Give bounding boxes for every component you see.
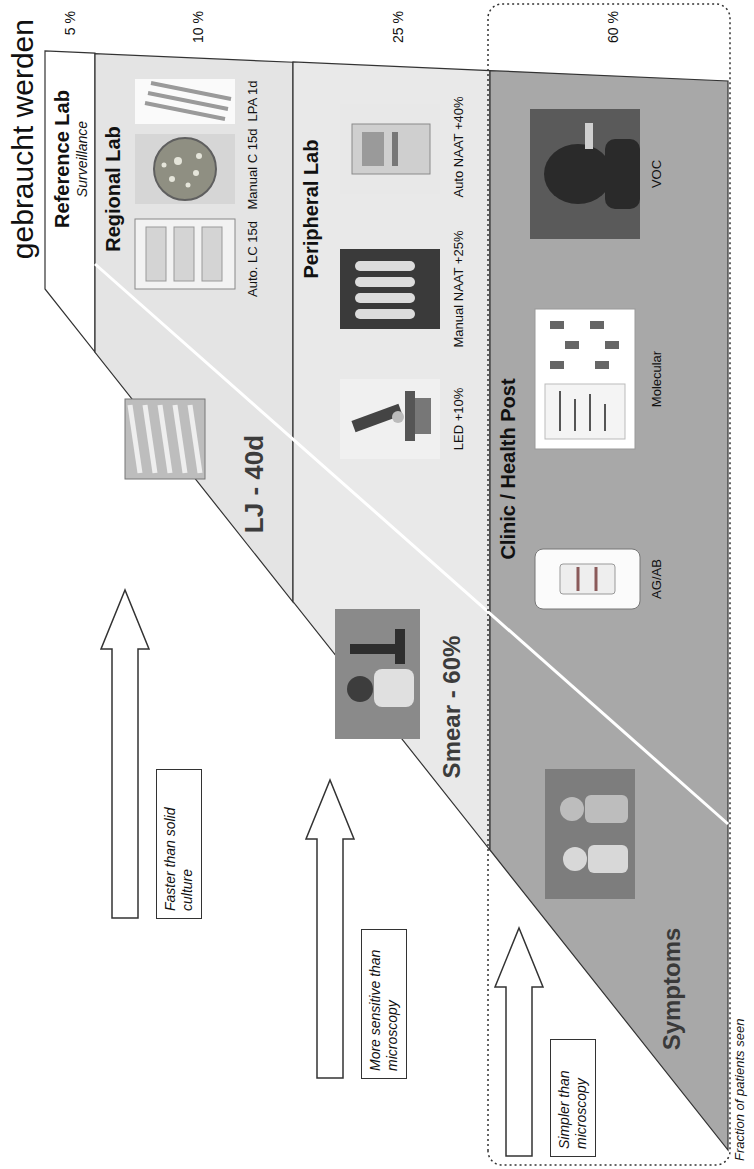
block-arrow: More sensitive than microscopy bbox=[305, 779, 409, 1079]
clinic-band: Clinic / Health Post bbox=[490, 71, 728, 1150]
tier-method: Smear - 60% bbox=[438, 636, 466, 779]
reference-lab-band: Reference LabSurveillance bbox=[45, 51, 95, 352]
picture-caption: Auto. LC 15d bbox=[245, 221, 260, 297]
block-arrow: Faster than solid culture bbox=[100, 589, 204, 919]
band-outline bbox=[490, 71, 728, 1150]
band-heading: Peripheral Lab bbox=[300, 140, 323, 279]
arrow-outline bbox=[494, 927, 544, 1157]
picture-caption: Auto NAAT +40% bbox=[451, 96, 466, 197]
arrow-outline bbox=[305, 779, 355, 1079]
picture-caption: Manual NAAT +25% bbox=[451, 231, 466, 348]
percent-label: 10 % bbox=[190, 11, 206, 43]
band-heading: Clinic / Health Post bbox=[497, 378, 520, 559]
picture-caption: Manual C 15d bbox=[246, 129, 261, 210]
block-arrow-shape bbox=[101, 590, 149, 918]
percent-label: 60 % bbox=[605, 11, 621, 43]
percent-label: 60 % bbox=[605, 11, 621, 43]
band-heading: Reference Lab bbox=[51, 90, 73, 228]
axis-note: Fraction of patients seen bbox=[732, 1019, 747, 1161]
percent-label: 10 % bbox=[190, 11, 206, 43]
picture-caption: VOC bbox=[649, 160, 664, 188]
arrow-text-box: More sensitive than microscopy bbox=[361, 929, 407, 1079]
percent-label: 25 % bbox=[390, 11, 406, 43]
arrow-text: Faster than solid culture bbox=[162, 808, 195, 912]
slide-title: gebraucht werden bbox=[6, 19, 39, 259]
band-shape bbox=[95, 53, 293, 601]
band-heading: Reference Lab bbox=[51, 90, 74, 228]
slide-title: gebraucht werden bbox=[6, 19, 41, 259]
picture-caption: AG/AB bbox=[650, 559, 665, 599]
picture-caption: Auto. LC 15d bbox=[246, 221, 261, 297]
picture-caption: LPA 1d bbox=[246, 81, 261, 122]
picture-caption: LED +10% bbox=[452, 388, 467, 451]
picture-caption: Molecular bbox=[649, 351, 664, 407]
block-arrow-shape bbox=[306, 780, 354, 1078]
band-shape bbox=[45, 51, 95, 352]
band-shape bbox=[293, 62, 490, 850]
band-heading: Regional Lab bbox=[102, 126, 125, 252]
tier-method: LJ - 40d bbox=[239, 435, 269, 533]
arrow-text-box: Faster than solid culture bbox=[156, 769, 202, 919]
percent-label: 5 % bbox=[62, 11, 78, 35]
tier-method: Symptoms bbox=[658, 928, 686, 1051]
band-heading: Peripheral Lab bbox=[300, 140, 322, 279]
band-subtitle: Surveillance bbox=[74, 121, 90, 197]
percent-label: 25 % bbox=[390, 11, 406, 43]
percent-label: 5 % bbox=[62, 11, 78, 35]
arrow-text: Simpler than microscopy bbox=[556, 1070, 589, 1149]
block-arrow: Simpler than microscopy bbox=[494, 927, 598, 1157]
picture-caption: LPA 1d bbox=[245, 81, 260, 122]
picture-caption: Manual NAAT +25% bbox=[452, 231, 467, 348]
picture-caption: AG/AB bbox=[649, 559, 664, 599]
arrow-text-box: Simpler than microscopy bbox=[550, 1039, 596, 1157]
picture-caption: Auto NAAT +40% bbox=[452, 96, 467, 197]
tier-method: Symptoms bbox=[658, 928, 685, 1051]
band-heading: Clinic / Health Post bbox=[497, 378, 519, 559]
picture-caption: LED +10% bbox=[451, 388, 466, 451]
picture-caption: Molecular bbox=[650, 351, 665, 407]
tier-method: LJ - 40d bbox=[240, 435, 270, 533]
axis-note: Fraction of patients seen bbox=[733, 1019, 748, 1161]
picture-caption: Manual C 15d bbox=[245, 129, 260, 210]
picture-caption: VOC bbox=[650, 160, 665, 188]
block-arrow-shape bbox=[495, 928, 543, 1156]
arrow-outline bbox=[100, 589, 150, 919]
tier-method: Smear - 60% bbox=[438, 636, 465, 779]
arrow-text: More sensitive than microscopy bbox=[367, 950, 400, 1071]
band-heading: Regional Lab bbox=[102, 126, 124, 252]
band-subtitle: Surveillance bbox=[74, 121, 90, 197]
